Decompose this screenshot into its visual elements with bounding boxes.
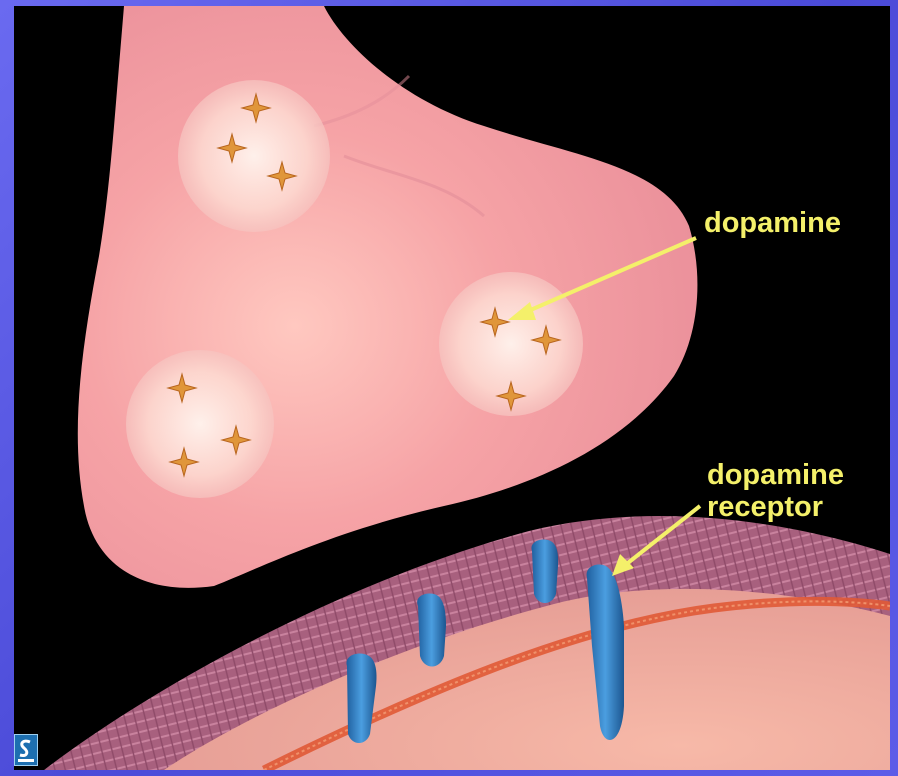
label-receptor-line1: dopamine [707, 459, 844, 491]
synapse-illustration: dopamine dopamine receptor [14, 6, 890, 770]
label-receptor-line2: receptor [707, 491, 823, 523]
synapse-svg: dopamine dopamine receptor [14, 6, 890, 770]
publisher-logo-icon [14, 734, 38, 766]
vesicle [126, 350, 274, 498]
label-dopamine: dopamine [704, 207, 841, 239]
